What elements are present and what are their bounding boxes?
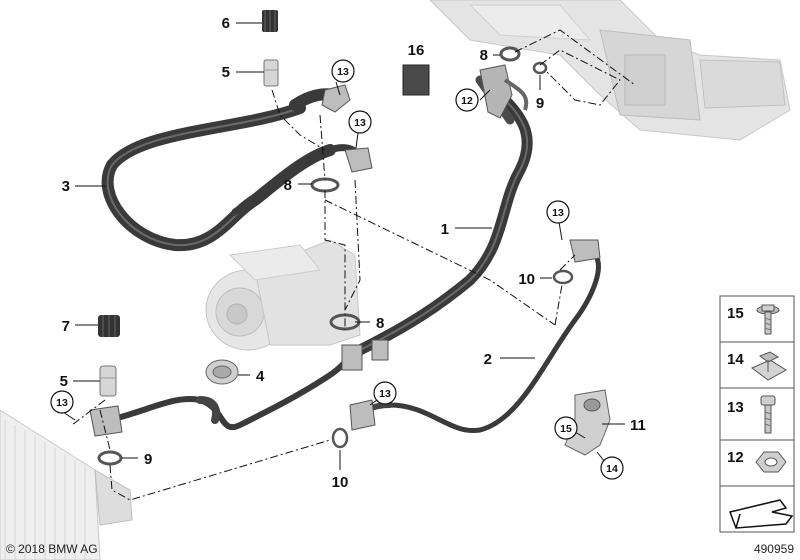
fitting-compressor-top[interactable]: [344, 147, 373, 173]
pressure-sensor-part-4[interactable]: [205, 359, 239, 385]
svg-text:14: 14: [606, 463, 618, 475]
hose-lower-liquid-line[interactable]: [107, 347, 358, 431]
label-9-top: 9: [536, 95, 544, 112]
svg-text:13: 13: [379, 388, 391, 400]
callout-labels: 6 5 3 8 1 16 8 9 8 10 7 5 4 2 9 10 11: [60, 15, 646, 491]
fitting-liquid-lower[interactable]: [349, 399, 376, 431]
label-6: 6: [222, 15, 230, 32]
svg-text:15: 15: [727, 305, 744, 322]
label-9-low: 9: [144, 451, 152, 468]
label-2: 2: [484, 351, 492, 368]
clip-nut-icon: [751, 351, 787, 381]
svg-text:14: 14: [727, 351, 744, 368]
condenser-ghost: [0, 409, 133, 560]
label-8-mid: 8: [284, 177, 292, 194]
fitting-upper-left[interactable]: [321, 84, 351, 113]
seal-ring-8-mid: [310, 177, 340, 193]
hose-compressor-link[interactable]: [231, 144, 364, 216]
compressor-ghost: [205, 239, 361, 351]
legend-cell-direction: [719, 485, 795, 533]
seal-ring-9-low: [97, 450, 123, 466]
label-10-right: 10: [518, 271, 535, 288]
legend-cell-14[interactable]: 14: [719, 341, 795, 389]
label-5-lower: 5: [60, 373, 68, 390]
svg-text:12: 12: [727, 449, 744, 466]
circled-label-13-c: 13: [546, 200, 570, 224]
label-11: 11: [630, 417, 646, 434]
hex-nut-icon: [755, 451, 787, 473]
seal-ring-10-right: [552, 269, 574, 285]
valve-core-part-5-upper[interactable]: [263, 59, 279, 87]
circled-label-13-d: 13: [50, 390, 74, 414]
svg-text:13: 13: [56, 397, 68, 409]
svg-text:15: 15: [560, 423, 572, 435]
copyright-text: © 2018 BMW AG: [6, 542, 98, 556]
circled-label-14: 14: [600, 456, 624, 480]
label-8-top: 8: [480, 47, 488, 64]
circled-callouts: 13 13 12 13 13 13 15 14: [50, 59, 624, 480]
svg-text:13: 13: [337, 66, 349, 78]
insulation-pad-part-16[interactable]: [402, 64, 430, 96]
evaporator-housing-ghost: [429, 0, 791, 141]
assembly-lines: [71, 29, 636, 501]
circled-label-15: 15: [554, 416, 578, 440]
valve-core-part-5-lower[interactable]: [99, 365, 117, 397]
service-cap-part-7[interactable]: [98, 315, 120, 337]
label-4: 4: [256, 368, 265, 385]
arrow-icon: [728, 499, 794, 529]
circled-label-13-e: 13: [373, 381, 397, 405]
hose-1-pressure[interactable]: [354, 75, 533, 356]
diagram-id: 490959: [754, 542, 794, 556]
label-10-low: 10: [332, 474, 349, 491]
fitting-evaporator[interactable]: [479, 64, 529, 119]
label-8-low: 8: [376, 315, 384, 332]
legend-cell-15[interactable]: 15: [719, 295, 795, 343]
circled-label-12: 12: [455, 88, 479, 112]
fitting-condenser[interactable]: [89, 405, 123, 437]
fitting-compressor-bottom[interactable]: [341, 339, 389, 371]
leader-lines: [62, 22, 625, 470]
service-cap-part-6[interactable]: [262, 10, 278, 32]
label-16: 16: [408, 42, 425, 59]
seal-ring-9-top: [532, 61, 548, 75]
svg-text:12: 12: [461, 95, 473, 107]
bracket-part-11[interactable]: [564, 389, 611, 456]
screw-flange-icon: [756, 304, 780, 335]
label-5-upper: 5: [222, 64, 230, 81]
fitting-liquid-upper[interactable]: [569, 239, 601, 263]
circled-label-13-b: 13: [348, 110, 372, 134]
seal-ring-10-low: [331, 427, 349, 449]
legend-cell-13[interactable]: 13: [719, 387, 795, 441]
seal-ring-8-top: [499, 46, 521, 62]
svg-text:13: 13: [727, 399, 744, 416]
legend-cell-12[interactable]: 12: [719, 439, 795, 487]
label-7: 7: [62, 318, 70, 335]
label-1: 1: [441, 221, 449, 238]
svg-text:13: 13: [552, 207, 564, 219]
circled-label-13-a: 13: [331, 59, 355, 83]
label-3: 3: [62, 178, 70, 195]
svg-text:13: 13: [354, 117, 366, 129]
hex-bolt-icon: [760, 395, 776, 434]
small-parts-legend: 15 14 13: [719, 295, 795, 533]
